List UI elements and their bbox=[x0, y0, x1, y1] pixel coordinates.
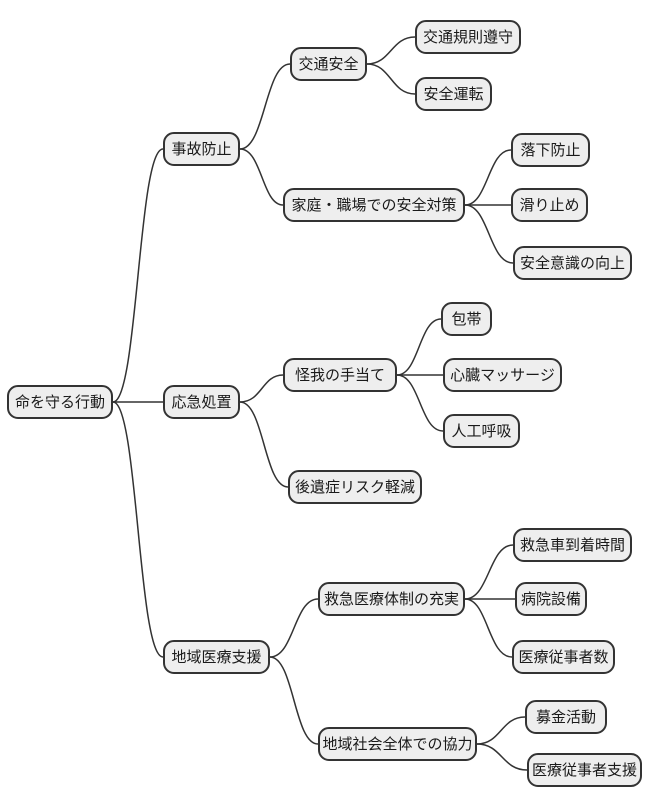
node-traffic-rules: 交通規則遵守 bbox=[415, 20, 521, 54]
node-injury-treatment: 怪我の手当て bbox=[283, 358, 397, 392]
node-traffic-safety: 交通安全 bbox=[290, 47, 367, 81]
node-emergency-medical-system: 救急医療体制の充実 bbox=[318, 582, 465, 616]
node-medical-worker-support: 医療従事者支援 bbox=[527, 753, 642, 787]
node-safe-driving: 安全運転 bbox=[415, 77, 492, 111]
edge-root-accident-prevention bbox=[112, 148, 164, 403]
edge-emergency-medical-system-medical-workers-count bbox=[464, 598, 513, 658]
edge-emergency-medical-system-ambulance-arrival-time bbox=[464, 544, 514, 600]
node-hospital-equipment: 病院設備 bbox=[515, 582, 587, 616]
node-aftereffect-risk-reduction: 後遺症リスク軽減 bbox=[288, 470, 422, 504]
edge-traffic-safety-traffic-rules bbox=[366, 36, 416, 65]
edge-first-aid-injury-treatment bbox=[239, 374, 284, 403]
node-root: 命を守る行動 bbox=[7, 385, 113, 419]
edge-regional-medical-support-community-cooperation bbox=[269, 656, 319, 745]
node-bandage: 包帯 bbox=[441, 302, 492, 336]
edge-home-workplace-safety-fall-prevention bbox=[464, 149, 512, 206]
node-first-aid: 応急処置 bbox=[163, 385, 240, 419]
edge-community-cooperation-fundraising bbox=[476, 716, 526, 745]
node-anti-slip: 滑り止め bbox=[511, 188, 588, 222]
edge-traffic-safety-safe-driving bbox=[366, 63, 416, 95]
node-accident-prevention: 事故防止 bbox=[163, 132, 240, 166]
node-artificial-respiration: 人工呼吸 bbox=[443, 414, 520, 448]
node-fundraising: 募金活動 bbox=[525, 700, 607, 734]
node-medical-workers-count: 医療従事者数 bbox=[512, 640, 615, 674]
node-safety-awareness: 安全意識の向上 bbox=[513, 246, 632, 280]
node-fall-prevention: 落下防止 bbox=[511, 133, 590, 167]
edge-home-workplace-safety-safety-awareness bbox=[464, 204, 514, 264]
node-ambulance-arrival-time: 救急車到着時間 bbox=[513, 528, 632, 562]
edge-regional-medical-support-emergency-medical-system bbox=[269, 598, 319, 658]
edge-injury-treatment-bandage bbox=[396, 318, 442, 376]
node-home-workplace-safety: 家庭・職場での安全対策 bbox=[283, 188, 465, 222]
edge-root-regional-medical-support bbox=[112, 401, 164, 658]
node-cardiac-massage: 心臓マッサージ bbox=[443, 358, 562, 392]
edge-first-aid-aftereffect-risk-reduction bbox=[239, 401, 289, 488]
edge-accident-prevention-traffic-safety bbox=[239, 63, 291, 150]
edge-injury-treatment-artificial-respiration bbox=[396, 374, 444, 432]
node-community-cooperation: 地域社会全体での協力 bbox=[318, 727, 477, 761]
edge-community-cooperation-medical-worker-support bbox=[476, 743, 528, 771]
edge-accident-prevention-home-workplace-safety bbox=[239, 148, 284, 206]
node-regional-medical-support: 地域医療支援 bbox=[163, 640, 270, 674]
